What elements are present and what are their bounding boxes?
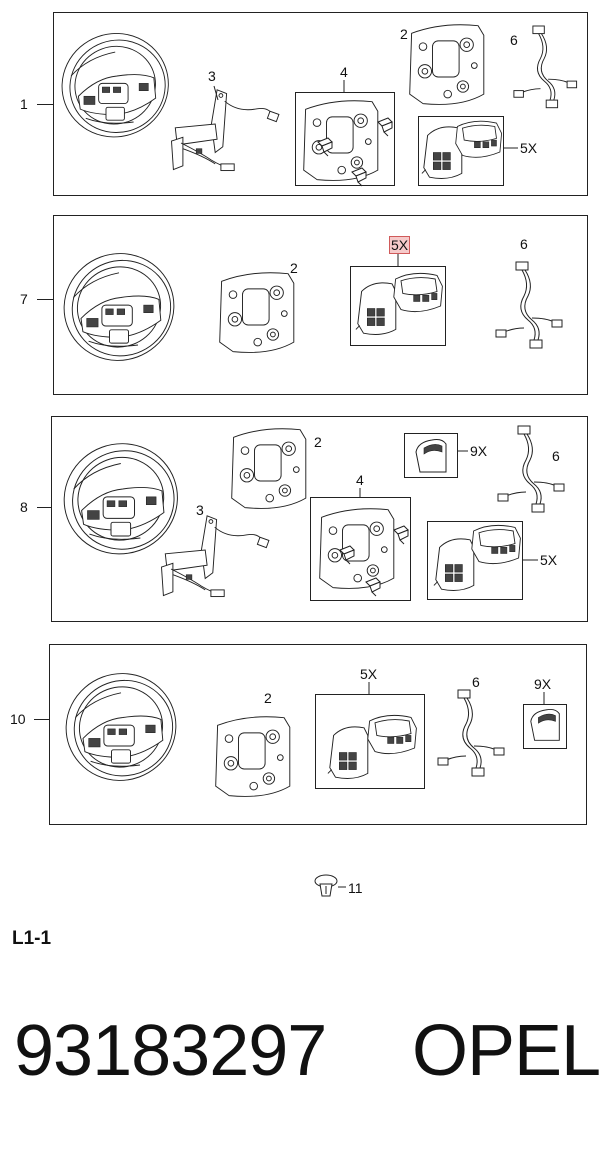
leader-line — [213, 85, 219, 101]
plate-box — [295, 92, 395, 186]
leader-line — [338, 886, 346, 888]
row-tick — [34, 719, 49, 720]
callout-11: 11 — [348, 880, 363, 896]
leader-line — [368, 682, 370, 694]
callout-5x: 5X — [360, 666, 378, 682]
callout-6: 6 — [520, 236, 528, 252]
cap-box — [404, 433, 458, 478]
module-box — [315, 694, 425, 789]
callout-3: 3 — [208, 68, 216, 84]
callout-5x-highlighted[interactable]: 5X — [389, 236, 411, 254]
leader-line — [359, 488, 361, 498]
module-box — [350, 266, 446, 346]
module-box — [427, 521, 523, 600]
callout-6: 6 — [552, 448, 560, 464]
cap-box — [523, 704, 567, 749]
leader-line — [343, 80, 345, 92]
row-label-10: 10 — [10, 711, 26, 727]
callout-2: 2 — [400, 26, 408, 42]
callout-9x: 9X — [470, 443, 488, 459]
callout-5x: 5X — [520, 140, 538, 156]
callout-4: 4 — [340, 64, 348, 80]
section-code: L1-1 — [12, 928, 52, 949]
callout-6: 6 — [472, 674, 480, 690]
callout-9x: 9X — [534, 676, 552, 692]
row-label-7: 7 — [20, 291, 28, 307]
row-panel-7 — [53, 215, 588, 395]
row-label-8: 8 — [20, 499, 28, 515]
module-box — [418, 116, 504, 186]
callout-4: 4 — [356, 472, 364, 488]
row-tick — [37, 507, 51, 508]
plate-box — [310, 497, 411, 601]
brand-name: OPEL — [412, 1011, 600, 1091]
callout-3: 3 — [196, 502, 204, 518]
part-number: 93183297 — [14, 1011, 327, 1091]
callout-5x: 5X — [540, 552, 558, 568]
callout-2: 2 — [290, 260, 298, 276]
leader-line — [523, 559, 538, 561]
callout-2: 2 — [314, 434, 322, 450]
leader-line — [543, 692, 545, 704]
callout-6: 6 — [510, 32, 518, 48]
row-label-1: 1 — [20, 96, 28, 112]
row-tick — [37, 299, 53, 300]
callout-2: 2 — [264, 690, 272, 706]
leader-line — [504, 147, 518, 149]
leader-line — [458, 450, 468, 452]
row-tick — [37, 104, 53, 105]
leader-line — [397, 254, 399, 266]
